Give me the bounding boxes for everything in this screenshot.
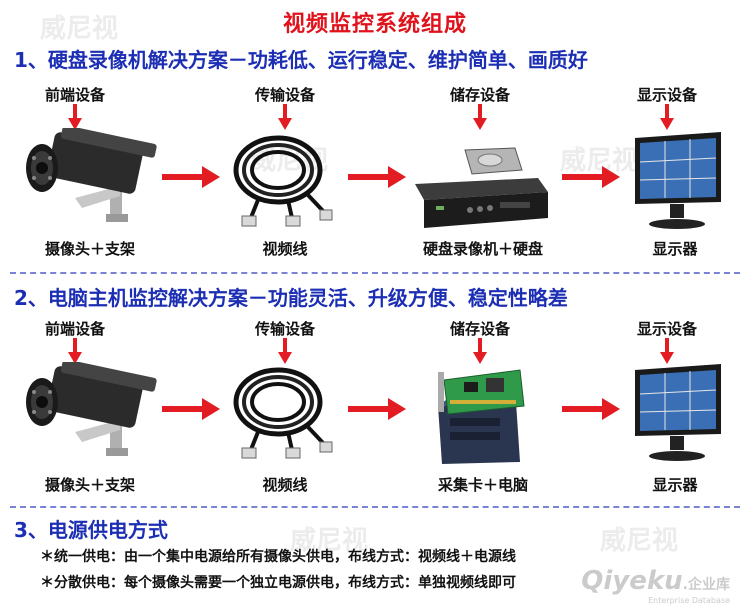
section-number: 3、 <box>14 518 48 542</box>
logo-brand: Qiyeku <box>581 566 683 596</box>
category-label: 前端设备 <box>44 86 105 104</box>
red-arrow-icon <box>562 166 620 188</box>
red-arrow-icon <box>562 398 620 420</box>
down-arrow-icon <box>278 104 292 130</box>
logo-cn: .企业库 <box>682 577 730 593</box>
page-title: 视频监控系统组成 <box>282 12 467 37</box>
down-arrow-icon <box>660 338 674 364</box>
watermark: 威尼视 <box>600 526 679 556</box>
category-label: 储存设备 <box>449 86 510 104</box>
category-label: 前端设备 <box>44 320 105 338</box>
item-label: 显示器 <box>652 240 698 258</box>
section-number: 1、 <box>14 48 48 72</box>
section-2-heading: 2、电脑主机监控解决方案－功能灵活、升级方便、稳定性略差 <box>14 282 568 311</box>
down-arrow-icon <box>278 338 292 364</box>
section-title: 电脑主机监控解决方案－功能灵活、升级方便、稳定性略差 <box>47 286 568 310</box>
monitor-icon <box>625 132 725 236</box>
monitor-icon <box>625 364 725 468</box>
item-label: 视频线 <box>262 240 308 258</box>
category-label: 传输设备 <box>254 86 315 104</box>
down-arrow-icon <box>473 338 487 364</box>
category-label: 显示设备 <box>636 320 697 338</box>
section-title: 硬盘录像机解决方案－功耗低、运行稳定、维护简单、画质好 <box>47 48 588 72</box>
section-divider <box>10 506 740 508</box>
power-method-line: ＊分散供电：每个摄像头需要一个独立电源供电，布线方式：单独视频线即可 <box>40 575 516 591</box>
camera-icon <box>20 359 160 466</box>
item-label: 摄像头＋支架 <box>44 240 135 258</box>
video-cable-icon <box>228 130 338 234</box>
section-3-heading: 3、电源供电方式 <box>14 514 168 543</box>
red-arrow-icon <box>162 398 220 420</box>
power-method-line: ＊统一供电：由一个集中电源给所有摄像头供电，布线方式：视频线＋电源线 <box>40 549 516 565</box>
red-arrow-icon <box>348 166 406 188</box>
category-label: 储存设备 <box>449 320 510 338</box>
down-arrow-icon <box>660 104 674 130</box>
section-1-heading: 1、硬盘录像机解决方案－功耗低、运行稳定、维护简单、画质好 <box>14 44 588 73</box>
section-number: 2、 <box>14 286 48 310</box>
red-arrow-icon <box>162 166 220 188</box>
hard-disk-icon <box>410 142 550 236</box>
section-title: 电源供电方式 <box>47 518 168 542</box>
item-label: 硬盘录像机＋硬盘 <box>422 240 543 258</box>
item-label: 采集卡＋电脑 <box>437 476 528 494</box>
video-cable-icon <box>228 362 338 466</box>
item-label: 显示器 <box>652 476 698 494</box>
qiyeku-logo: Qiyeku.企业库 Enterprise Database <box>581 566 730 605</box>
down-arrow-icon <box>473 104 487 130</box>
red-arrow-icon <box>348 398 406 420</box>
section-divider <box>10 272 740 274</box>
capture-card-icon <box>420 366 530 470</box>
logo-en: Enterprise Database <box>648 596 730 605</box>
item-label: 视频线 <box>262 476 308 494</box>
down-arrow-icon <box>68 104 82 130</box>
category-label: 显示设备 <box>636 86 697 104</box>
camera-icon <box>20 125 160 232</box>
category-label: 传输设备 <box>254 320 315 338</box>
down-arrow-icon <box>68 338 82 364</box>
item-label: 摄像头＋支架 <box>44 476 135 494</box>
